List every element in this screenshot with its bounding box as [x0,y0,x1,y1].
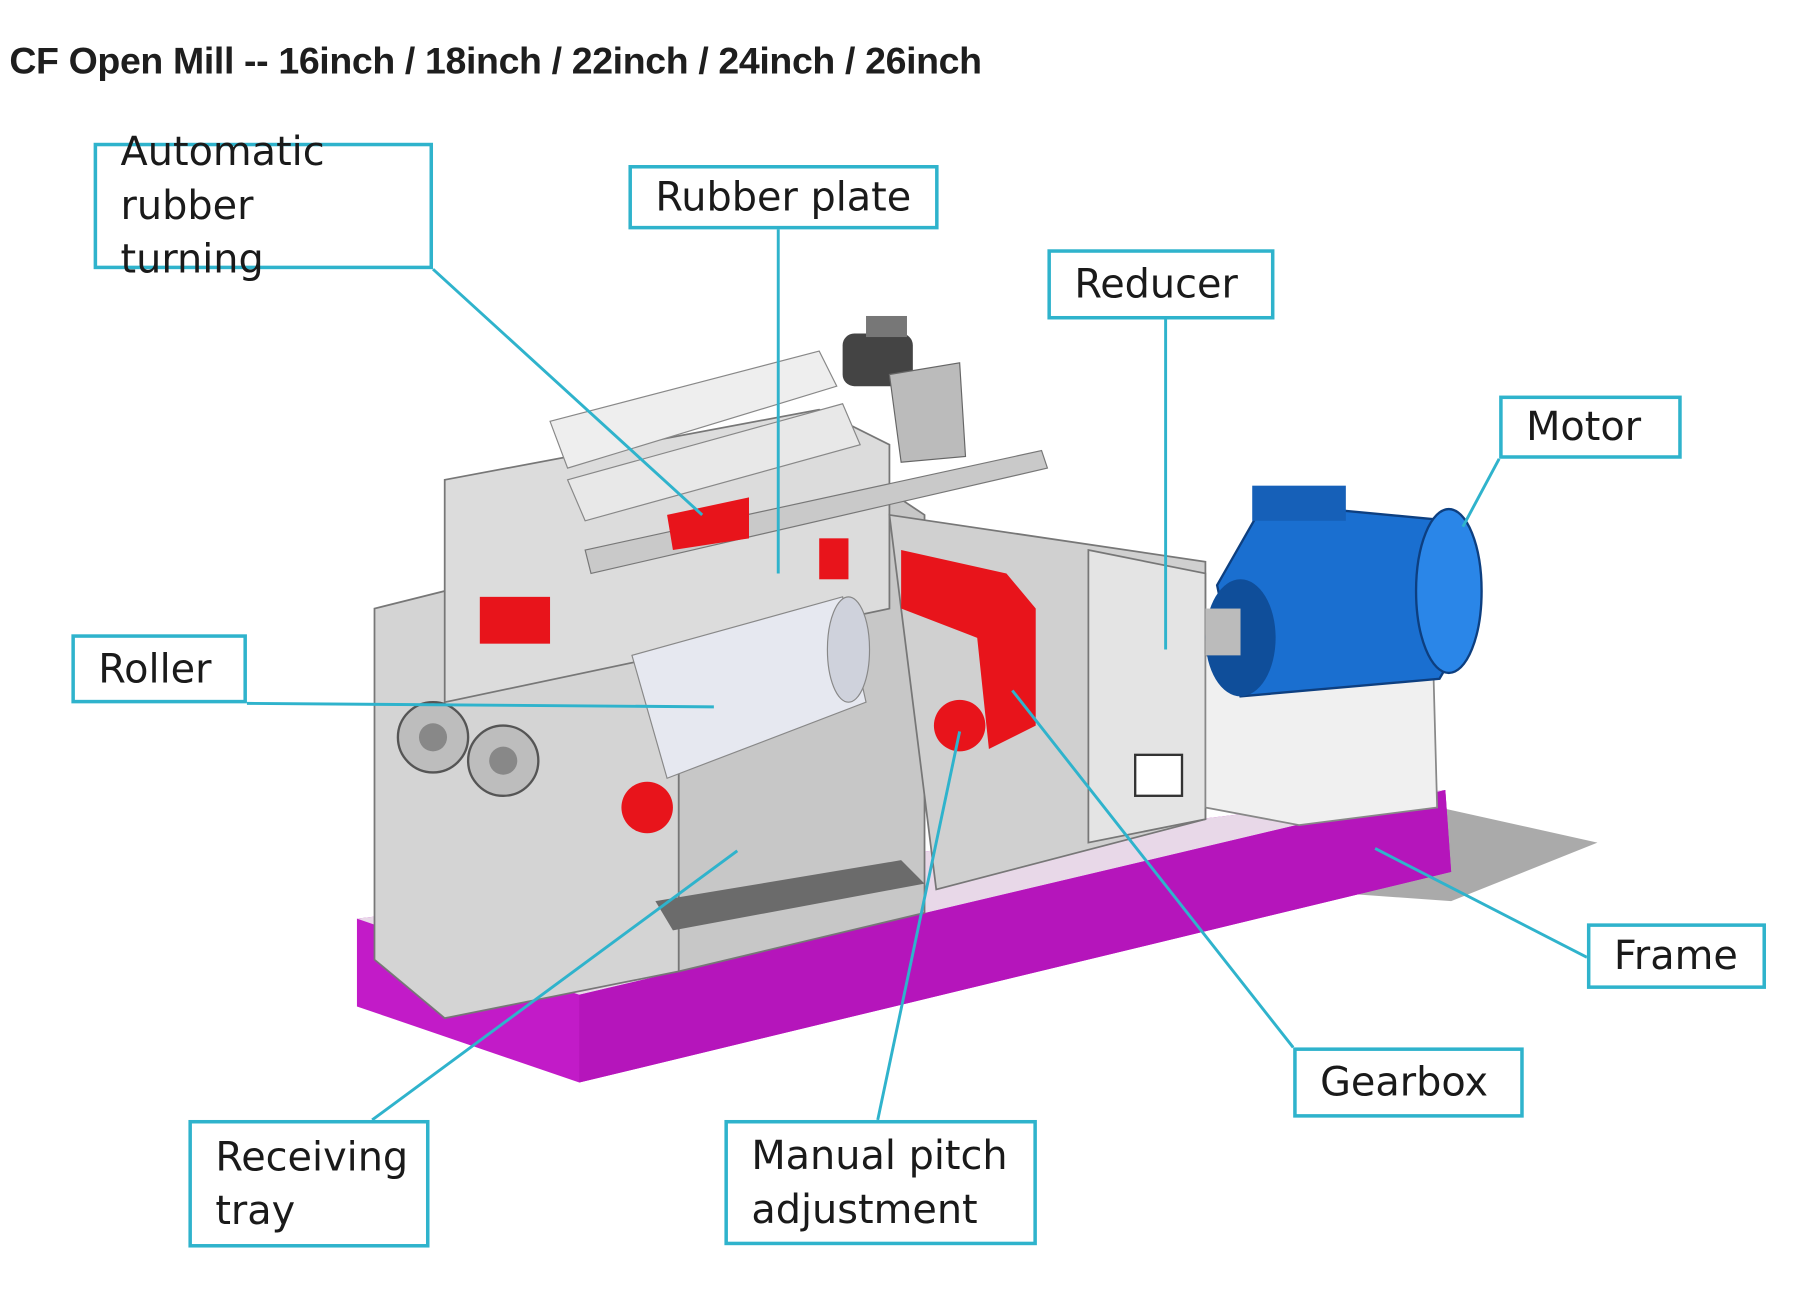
label-text: Rubber plate [655,173,912,221]
label-motor: Motor [1499,395,1682,459]
label-line: adjustment [751,1186,978,1233]
label-line: Manual pitch [751,1132,1008,1180]
callout-line-gearbox [1011,689,1295,1049]
callout-line-manual-pitch [876,731,962,1121]
receiving-tray [655,860,925,931]
callout-line-receiving-tray [371,849,739,1122]
callout-line-auto-turning [432,268,704,517]
label-line: Automatic [120,128,325,176]
label-frame: Frame [1586,923,1766,989]
label-reducer: Reducer [1047,249,1275,320]
label-rubber-plate: Rubber plate [628,165,939,230]
label-line: rubber turning [120,182,264,284]
label-text: Frame [1613,932,1738,980]
page-title: CF Open Mill -- 16inch / 18inch / 22inch… [9,39,982,82]
red-parts [479,497,1036,834]
callout-line-motor [1461,458,1501,528]
label-text: Gearbox [1320,1059,1489,1106]
label-text: Motor [1526,403,1642,451]
small-motor [842,315,967,463]
label-receiving-tray: Receiving tray [188,1119,430,1248]
label-line: tray [215,1187,296,1235]
label-line: Receiving [215,1133,409,1181]
label-automatic-rubber-turning: Automatic rubber turning [93,129,434,283]
label-text: Reducer [1074,260,1238,308]
label-manual-pitch-adjustment: Manual pitch adjustment [724,1119,1037,1246]
label-roller: Roller [71,634,247,704]
callout-line-roller [246,701,714,709]
electric-motor [1205,485,1483,698]
label-text: Roller [98,645,212,693]
callout-line-frame [1374,847,1588,959]
label-gearbox: Gearbox [1293,1047,1524,1118]
